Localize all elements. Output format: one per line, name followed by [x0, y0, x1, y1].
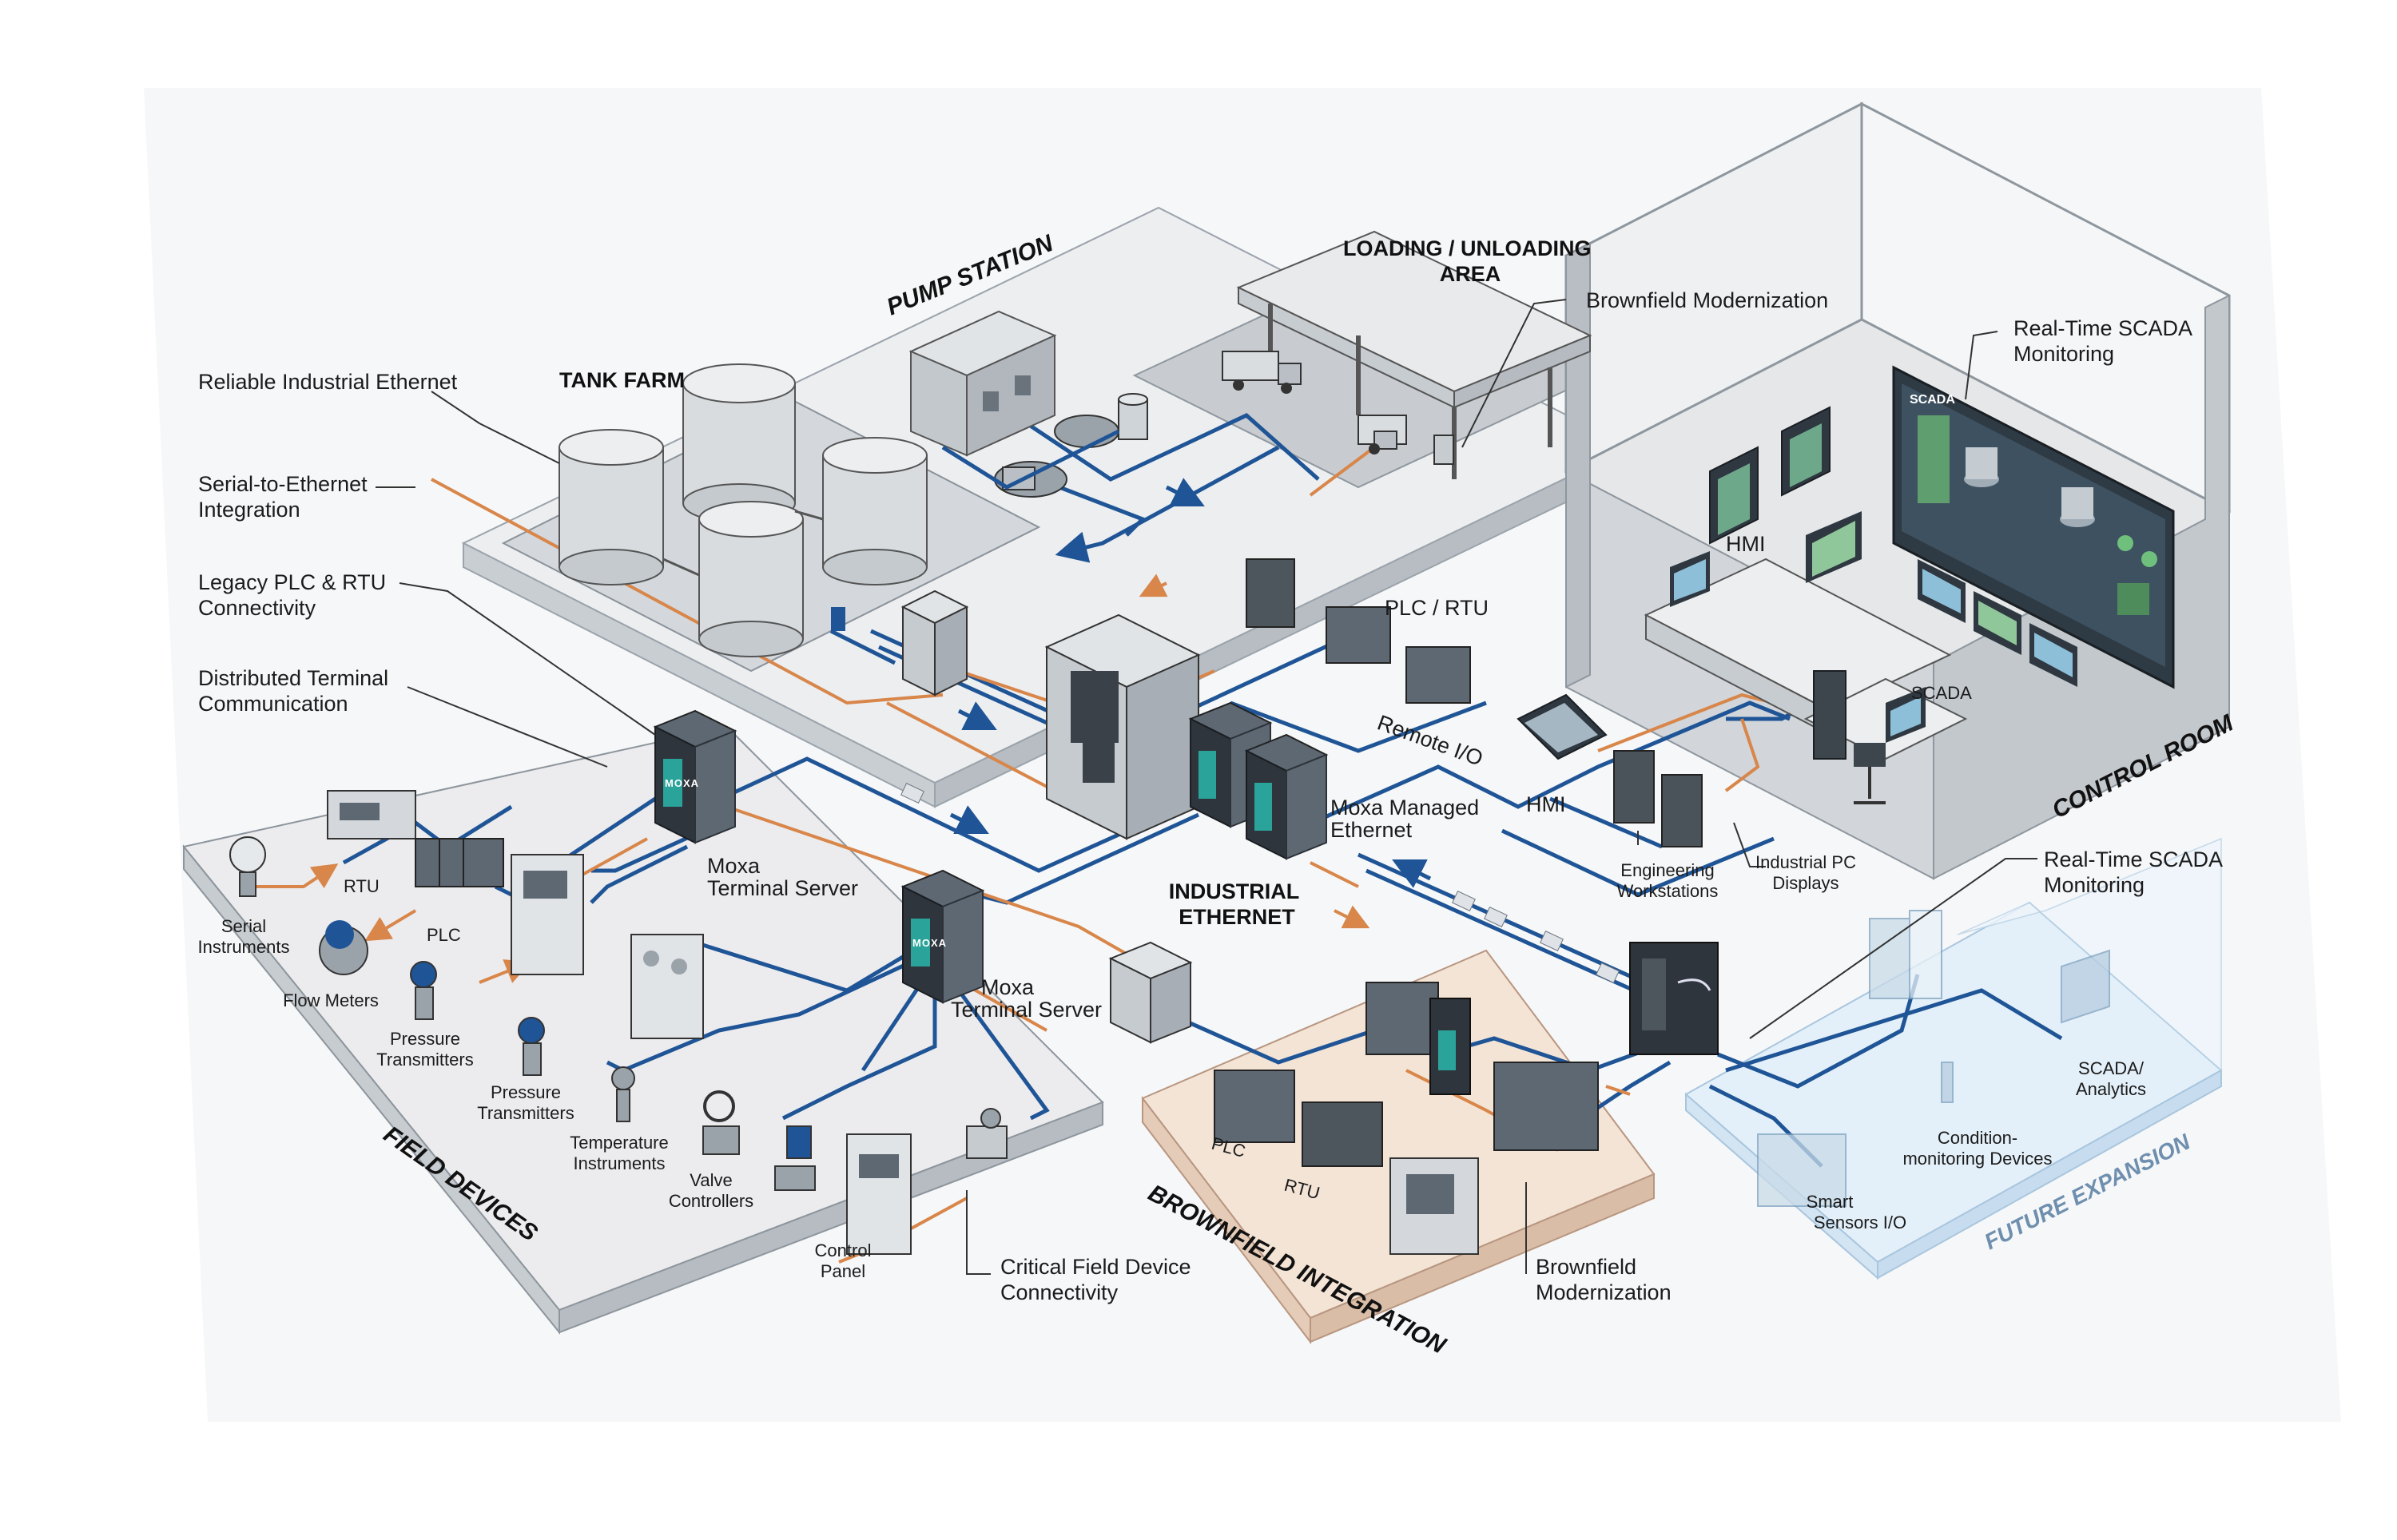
ethernet-line: INDUSTRIAL: [1169, 879, 1299, 903]
hmi-panel: [1517, 693, 1608, 760]
plc-rtu-racks: [1246, 558, 1471, 704]
label-plc: PLC: [427, 925, 461, 945]
label-fe-scada-analytics: SCADA/Analytics: [2076, 1058, 2146, 1099]
zone-title-loading-area: LOADING / UNLOADING AREA: [1343, 236, 1597, 286]
flow-meter-icon: [319, 920, 368, 975]
ethernet-line: ETHERNET: [1179, 905, 1295, 929]
pressure-gauge-icon: [229, 836, 266, 897]
main-control-cabinet: [1044, 613, 1201, 840]
critical-device-icon: [966, 1108, 1008, 1159]
field-junction-box: [1108, 941, 1193, 1044]
valve-controller-icon: [774, 1125, 816, 1191]
junction-box: [900, 589, 969, 697]
cable-tags: [900, 783, 1620, 983]
engineering-workstations: [1613, 750, 1703, 847]
storage-tank: [698, 501, 804, 657]
moxa-managed-switch: [1188, 701, 1329, 860]
label-fe-condition: Condition-monitoring Devices: [1902, 1128, 2052, 1169]
label-scada: SCADA: [1911, 683, 1972, 703]
loading-area-line: AREA: [1440, 262, 1501, 286]
rtu-icon: [327, 790, 416, 839]
callout-leaders: [376, 299, 2037, 1275]
callout-reliable-ethernet: Reliable Industrial Ethernet: [198, 370, 458, 394]
field-device-icons: [229, 790, 1008, 1255]
moxa-logo: MOXA: [665, 777, 699, 789]
tanker-truck-icon: [1222, 351, 1302, 394]
label-plc-rtu: PLC / RTU: [1385, 596, 1489, 620]
zone-title-tank-farm: TANK FARM: [559, 368, 685, 392]
moxa-device-brownfield: [1429, 998, 1471, 1095]
storage-tank: [682, 363, 796, 523]
scada-workstation: [1803, 670, 1968, 804]
plc-rack-icon: [415, 838, 504, 887]
pressure-transmitter-icon: [410, 961, 437, 1020]
moxa-terminal-server-2: MOXA: [900, 869, 985, 1004]
label-flow-meters: Flow Meters: [283, 990, 379, 1010]
valve-icon: [702, 1090, 740, 1155]
label-rtu: RTU: [344, 876, 380, 896]
control-cabinet-icon: [511, 854, 584, 975]
moxa-terminal-server-1: MOXA: [653, 709, 737, 844]
brownfield-devices: [1214, 982, 1599, 1255]
operator-desk: [1644, 511, 2077, 736]
scada-screen-title: SCADA: [1910, 393, 1955, 407]
zone-title-industrial-ethernet: INDUSTRIAL ETHERNET: [1169, 879, 1306, 929]
instrument-panel-icon: [630, 934, 704, 1039]
loading-canopy: [1222, 230, 1592, 479]
loading-area-line: LOADING / UNLOADING: [1343, 236, 1592, 260]
tank-farm: [559, 363, 928, 657]
temperature-instrument-icon: [611, 1066, 635, 1122]
label-hmi-room: HMI: [1726, 532, 1766, 556]
scada-video-wall: SCADA: [1892, 365, 2175, 689]
storage-tank: [822, 437, 928, 585]
label-hmi-panel: HMI: [1526, 792, 1566, 816]
future-devices: [1757, 910, 2110, 1207]
pressure-transmitter-icon: [518, 1017, 545, 1076]
hmi-wall-monitors: [1709, 406, 1831, 545]
moxa-logo: MOXA: [912, 937, 947, 949]
control-panel-icon: [846, 1133, 912, 1255]
gateway-switch: [1629, 942, 1719, 1055]
storage-tank: [559, 429, 664, 585]
callout-brownfield-top: Brownfield Modernization: [1586, 288, 1828, 312]
pump-icon: [994, 461, 1067, 498]
tanker-truck-icon: [1358, 415, 1407, 454]
pump-station: [908, 310, 1148, 498]
